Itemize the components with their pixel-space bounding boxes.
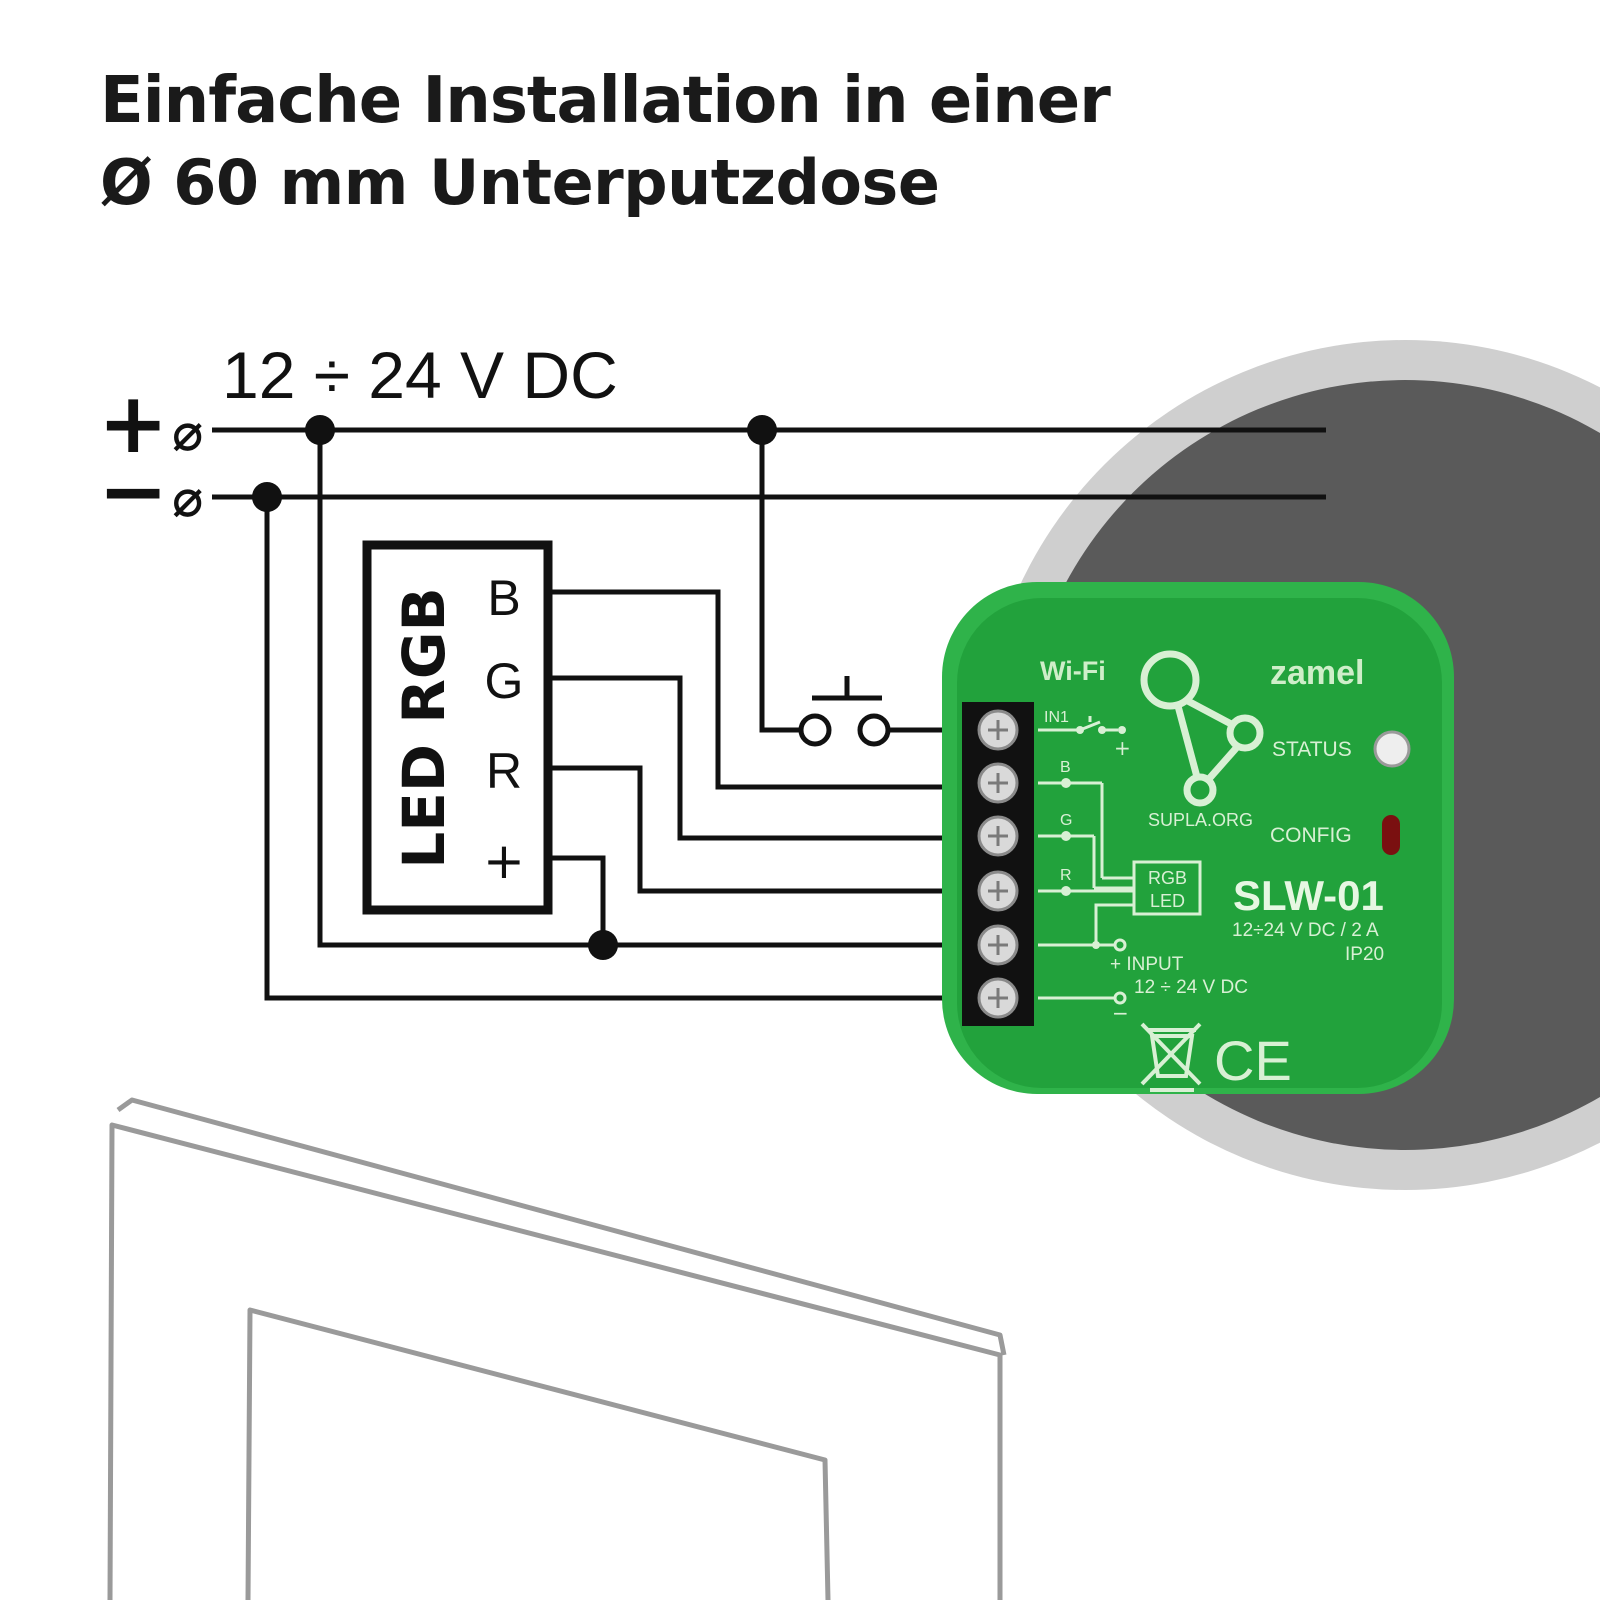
ip-rating-label: IP20 [1345,944,1384,965]
terminal-block [962,702,1034,1026]
config-label: CONFIG [1270,824,1352,847]
frame-edge [116,1097,1007,1356]
frame-inner [245,1307,831,1600]
supla-logo-icon [1140,650,1264,807]
pushbutton-contact [857,713,891,747]
pin-b-label: B [1060,759,1071,776]
minus-terminal-icon: ⌀ [172,469,203,529]
junction-dot [588,930,618,960]
wires [264,430,990,1001]
weee-bin-icon [1140,1022,1202,1092]
supply-voltage-label: 12 ÷ 24 V DC [222,338,618,412]
config-button-icon [1382,815,1400,855]
led-pin-b: B [487,570,520,626]
rgb-box-label-2: LED [1150,891,1185,911]
minus-symbol: − [98,442,168,540]
pin-r-label: R [1060,867,1072,884]
wifi-label: Wi-Fi [1040,656,1106,686]
page-title: Einfache Installation in einer [100,64,1111,138]
supla-org-label: SUPLA.ORG [1148,810,1253,830]
plus-terminal-icon: ⌀ [172,403,203,463]
rating-label: 12÷24 V DC / 2 A [1232,920,1379,941]
status-led-icon [1373,730,1411,768]
led-pin-r: R [486,743,522,799]
input-minus-label: − [1112,1001,1129,1025]
rgb-box-label-1: RGB [1148,868,1187,888]
led-pin-g: G [485,653,524,709]
junction-dot [747,415,777,445]
led-rgb-module: LED RGB B G R + [362,540,553,915]
input-label: + INPUT [1110,954,1184,975]
plus-symbol: + [98,374,168,472]
in1-plus-label: + [1114,736,1131,760]
ce-mark: CE [1214,1029,1292,1092]
junction-dot [252,482,282,512]
wire-g [548,675,990,841]
status-label: STATUS [1272,738,1352,761]
terminal-screws [977,709,1019,1019]
pin-g-label: G [1060,812,1072,829]
wire-to-pushbutton [759,430,800,733]
input-voltage-label: 12 ÷ 24 V DC [1134,977,1248,998]
junctions [252,415,777,960]
wire-positive-to-device [317,430,990,948]
switch-frame [107,1097,1007,1600]
wire-led-plus [548,855,606,945]
model-label: SLW-01 [1233,872,1384,919]
pushbutton-icon [798,676,891,747]
page-subtitle: Ø 60 mm Unterputzdose [100,146,940,219]
zamel-logo: zamel [1270,654,1365,692]
frame-outer [107,1122,1003,1600]
led-rgb-box [362,540,553,915]
wire-negative-to-device [264,497,990,1001]
device-face [957,598,1442,1088]
wire-b [548,589,990,790]
slw-01-device: Wi-Fi zamel SUPLA.ORG STATUS CONFIG SLW-… [942,582,1454,1094]
junction-dot [305,415,335,445]
pushbutton-contact [798,713,832,747]
in1-label: IN1 [1044,709,1069,726]
wire-r [548,765,990,894]
led-pin-plus: + [483,832,525,890]
led-rgb-label: LED RGB [390,587,458,868]
